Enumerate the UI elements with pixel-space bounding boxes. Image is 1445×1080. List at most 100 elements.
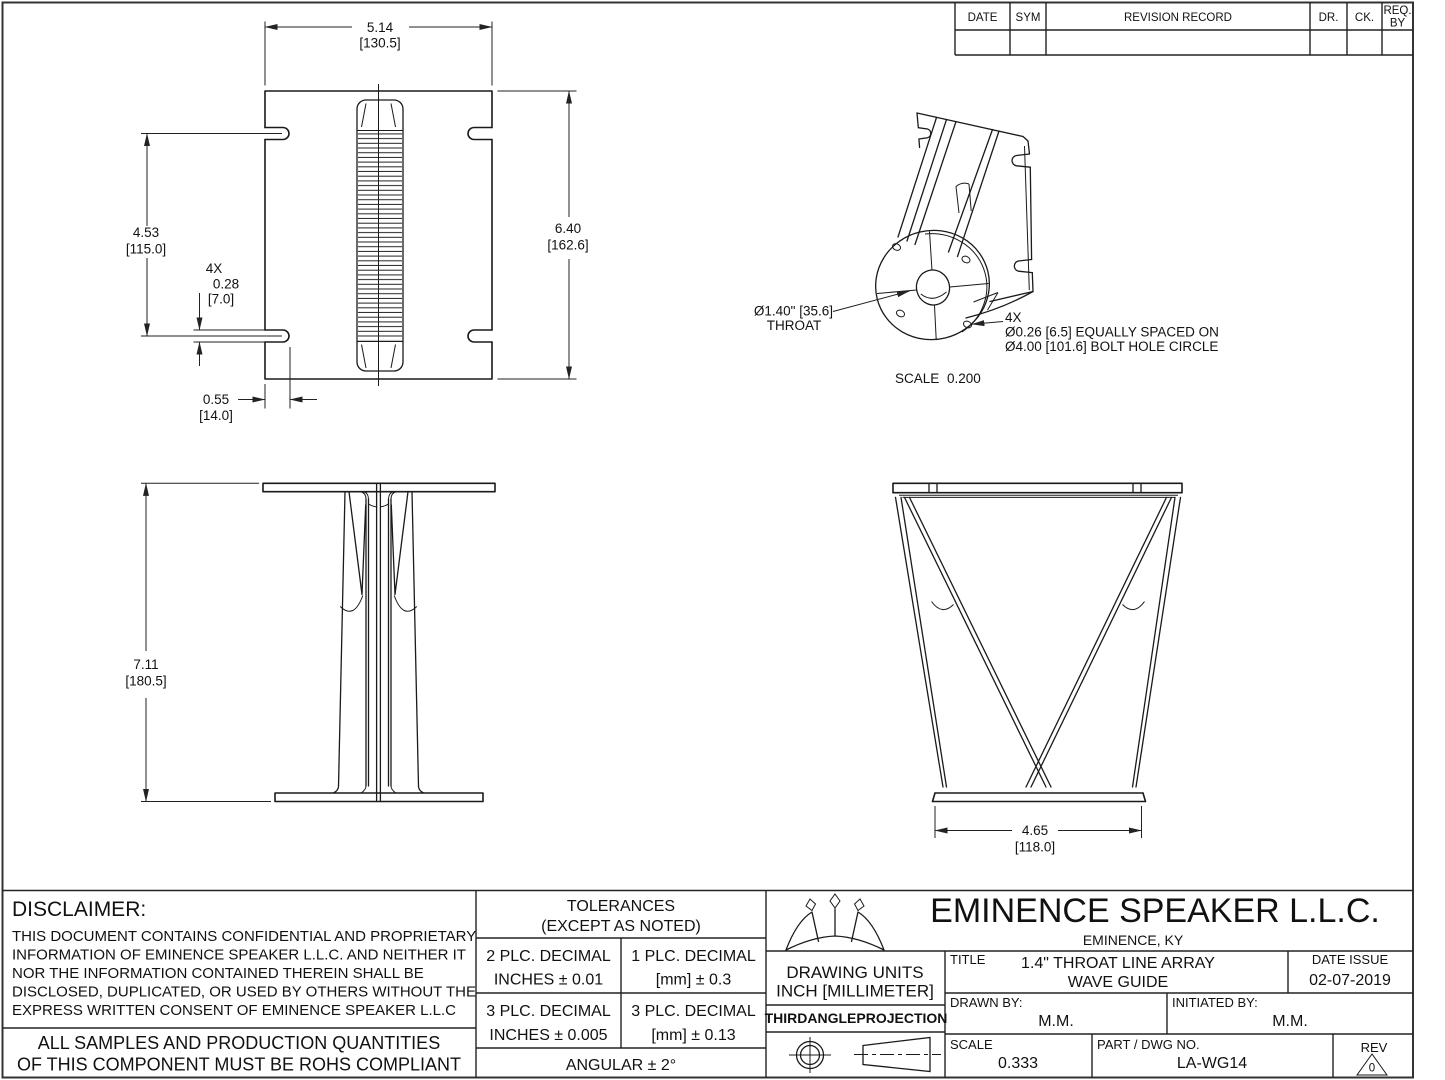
tol-1plc-label: 1 PLC. DECIMAL: [631, 948, 756, 965]
slot-left-top: [264, 126, 290, 141]
bolt-hole: [891, 243, 902, 251]
note-holes-line2: Ø4.00 [101.6] BOLT HOLE CIRCLE: [1005, 339, 1218, 354]
tol-3plc-in-label: 3 PLC. DECIMAL: [486, 1003, 611, 1020]
throat-slot-hatch: [358, 131, 402, 341]
dim-slot-span-in: 4.53: [133, 225, 159, 240]
tol-3plc-mm-label: 3 PLC. DECIMAL: [631, 1003, 756, 1020]
disclaimer-line: DISCLOSED, DUPLICATED, OR USED BY OTHERS…: [12, 984, 476, 1001]
scale-value: 0.333: [998, 1055, 1038, 1072]
slot-right-bottom: [467, 329, 493, 343]
projection-cone: [862, 1036, 931, 1073]
disclaimer-line: EXPRESS WRITTEN CONSENT OF EMINENCE SPEA…: [12, 1002, 456, 1019]
initiated-by-label: INITIATED BY:: [1172, 995, 1258, 1010]
rear-bottom-flange: [931, 792, 1147, 803]
rohs-line1: ALL SAMPLES AND PRODUCTION QUANTITIES: [38, 1033, 440, 1053]
dim-rear-width-in: 4.65: [1022, 823, 1048, 838]
dim-side-height-mm: [180.5]: [125, 674, 166, 689]
dim-front-height-in: 6.40: [555, 221, 581, 236]
disclaimer-line: NOR THE INFORMATION CONTAINED THEREIN SH…: [12, 965, 424, 982]
scale-label: SCALE: [950, 1037, 993, 1052]
rev-col-sym: SYM: [1016, 12, 1041, 24]
dim-slot-height-in: 0.28: [213, 277, 239, 292]
dim-slot-qty: 4X: [206, 261, 223, 276]
drawing-units-line1: DRAWING UNITS: [786, 963, 923, 982]
dim-side-height-in: 7.11: [133, 657, 158, 672]
rev-col-ck: CK.: [1355, 12, 1374, 24]
front-view: 5.14 [130.5] 6.40 [162.6] 4.53 [115.0] 4…: [126, 20, 589, 423]
tol-3plc-in-value: INCHES ± 0.005: [489, 1027, 607, 1044]
iso-scale-value: 0.200: [947, 371, 981, 386]
tolerances-title1: TOLERANCES: [567, 898, 675, 915]
iso-notch-2: [1013, 258, 1033, 274]
rev-col-record: REVISION RECORD: [1124, 12, 1232, 24]
crown-logo: [785, 893, 885, 951]
rev-col-dr: DR.: [1319, 12, 1339, 24]
rear-top-bar: [892, 482, 1183, 494]
rohs-line2: OF THIS COMPONENT MUST BE ROHS COMPLIANT: [17, 1055, 461, 1075]
drawing-units-line2: INCH [MILLIMETER]: [776, 982, 934, 1001]
side-view: 7.11 [180.5]: [125, 482, 496, 803]
rev-label: REV: [1361, 1040, 1388, 1055]
dim-slot-depth-in: 0.55: [203, 392, 229, 407]
side-bottom-flange: [274, 792, 484, 803]
drawing-title-line1: 1.4" THROAT LINE ARRAY: [1021, 955, 1215, 972]
dim-front-height-mm: [162.6]: [547, 238, 588, 253]
tol-1plc-value: [mm] ± 0.3: [656, 972, 732, 989]
dim-slot-span-mm: [115.0]: [126, 242, 166, 257]
rev-col-date: DATE: [968, 12, 998, 24]
date-issue-value: 02-07-2019: [1309, 972, 1391, 989]
iso-notch-1: [1011, 153, 1031, 168]
tol-2plc-value: INCHES ± 0.01: [494, 972, 603, 989]
projection-label: THIRDANGLEPROJECTION: [765, 1010, 948, 1026]
note-holes-qty: 4X: [1005, 310, 1022, 325]
tol-3plc-mm-value: [mm] ± 0.13: [651, 1027, 735, 1044]
tolerances-title2: (EXCEPT AS NOTED): [541, 918, 701, 935]
iso-scale-label: SCALE: [895, 371, 939, 386]
throat-bore: [915, 269, 951, 306]
part-number-label: PART / DWG NO.: [1097, 1037, 1200, 1052]
bolt-hole: [962, 320, 973, 329]
slot-left-bottom: [264, 329, 290, 343]
company-name: EMINENCE SPEAKER L.L.C.: [930, 892, 1380, 930]
iso-view: Ø1.40" [35.6] THROAT 4X Ø0.26 [6.5] EQUA…: [754, 112, 1219, 386]
dim-slot-height-mm: [7.0]: [208, 292, 234, 307]
drawn-by-label: DRAWN BY:: [950, 995, 1022, 1010]
tolerances-section: TOLERANCES (EXCEPT AS NOTED) 2 PLC. DECI…: [486, 898, 756, 1074]
throat-slot: [356, 99, 404, 372]
tol-2plc-label: 2 PLC. DECIMAL: [486, 948, 611, 965]
rev-value: 0: [1369, 1063, 1375, 1075]
disclaimer-heading: DISCLAIMER:: [12, 898, 146, 921]
disclaimer-line: THIS DOCUMENT CONTAINS CONFIDENTIAL AND …: [12, 928, 476, 945]
bolt-hole: [895, 309, 906, 318]
initiated-by-value: M.M.: [1272, 1013, 1308, 1030]
company-location: EMINENCE, KY: [1083, 932, 1184, 948]
note-throat-dia: Ø1.40" [35.6]: [754, 304, 833, 319]
revision-table: DATE SYM REVISION RECORD DR. CK. REQ. BY: [954, 2, 1413, 56]
title-label: TITLE: [950, 952, 986, 967]
date-issue-label: DATE ISSUE: [1312, 952, 1389, 967]
side-top-flange: [262, 482, 496, 493]
third-angle-symbol: [789, 1036, 941, 1073]
dim-slot-depth-mm: [14.0]: [199, 408, 233, 423]
horn-cone: [897, 116, 1000, 258]
bolt-hole: [961, 255, 971, 264]
note-holes-line1: Ø0.26 [6.5] EQUALLY SPACED ON: [1005, 325, 1219, 340]
rev-triangle: [1356, 1053, 1388, 1076]
rev-col-req1: REQ.: [1383, 5, 1411, 17]
part-number-value: LA-WG14: [1177, 1055, 1247, 1072]
rear-view: 4.65 [118.0]: [892, 482, 1183, 855]
dim-front-width-mm: [130.5]: [359, 36, 400, 51]
note-throat-label: THROAT: [767, 318, 822, 333]
flange-outer: [874, 229, 991, 341]
rev-col-req2: BY: [1390, 18, 1406, 30]
slot-right-top: [467, 126, 493, 141]
disclaimer-line: INFORMATION OF EMINENCE SPEAKER L.L.C. A…: [12, 947, 466, 964]
dim-front-width-in: 5.14: [367, 20, 394, 35]
sheet-border: [1, 1, 1414, 1079]
tol-angular: ANGULAR ± 2°: [566, 1057, 676, 1074]
disclaimer-section: DISCLAIMER: THIS DOCUMENT CONTAINS CONFI…: [12, 898, 476, 1075]
drawing-title-line2: WAVE GUIDE: [1068, 974, 1168, 991]
dim-rear-width-mm: [118.0]: [1015, 840, 1055, 855]
